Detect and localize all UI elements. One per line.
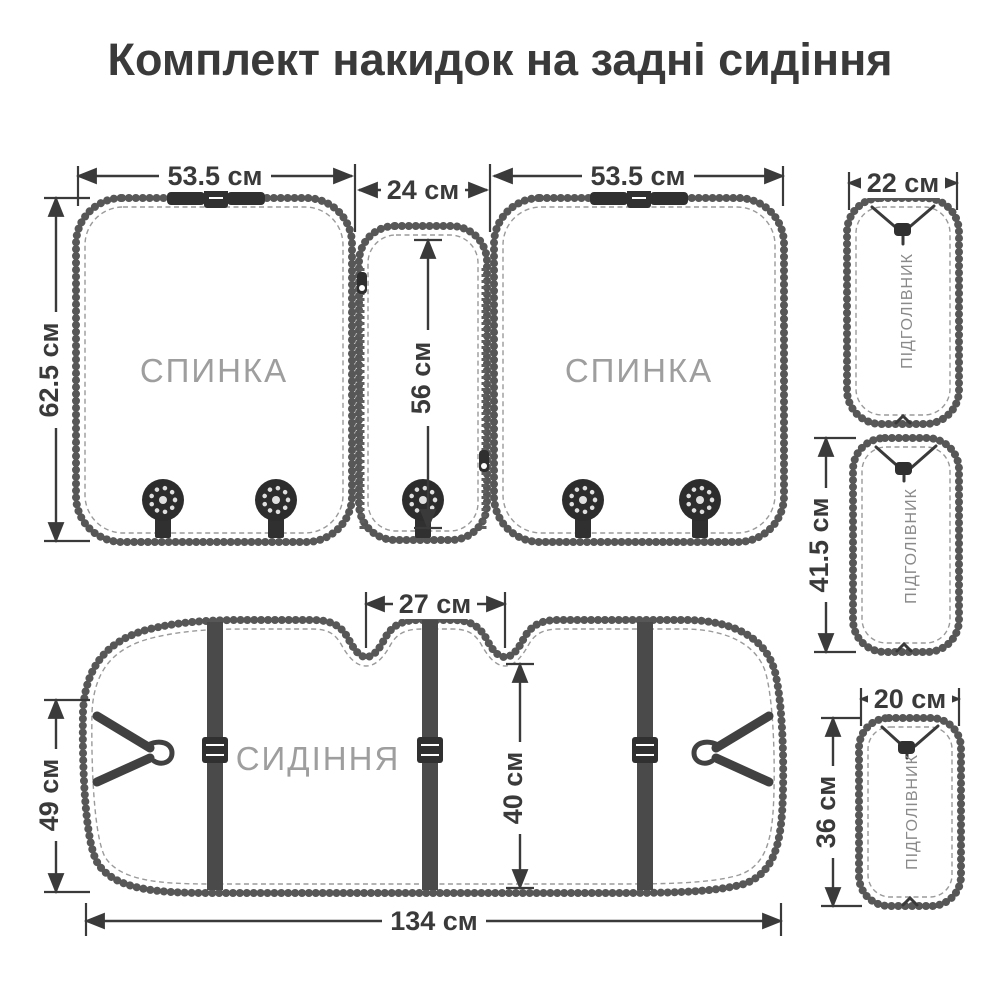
dim-seat-notch-gap: 27 см (363, 589, 508, 648)
dim-seat-strap-height: 40 см (498, 661, 534, 891)
strap-segment (650, 192, 688, 205)
s-hook-icon (145, 739, 175, 766)
strap-segment (227, 192, 265, 205)
dim-text-bg (868, 684, 952, 714)
strap-slider-icon (417, 737, 443, 763)
headrest-bottom-piece (855, 714, 965, 910)
dim-value: 24 см (387, 175, 460, 205)
zipper-icons (357, 268, 489, 532)
headrest-middle-inner-stitch (861, 446, 951, 644)
bottom-notch (894, 413, 912, 425)
dim-value: 53.5 см (167, 161, 262, 191)
headrest-middle-label: ПІДГОЛІВНИК (903, 488, 920, 604)
dim-text-bg (406, 330, 436, 426)
dim-headrest-top-width: 22 см (846, 168, 960, 210)
grommet-button-icon (255, 479, 297, 521)
hook-strap (711, 753, 774, 787)
dim-value: 134 см (390, 906, 478, 936)
cord-toggle-icon (894, 223, 911, 236)
zipper-pull-icon (479, 450, 489, 472)
seat-label: СИДІННЯ (236, 740, 401, 777)
dim-text-bg (34, 312, 64, 428)
strap-slider-icon (632, 737, 658, 763)
dim-value: 20 см (874, 684, 947, 714)
headrest-middle-cord (874, 444, 938, 653)
dim-text-bg (381, 175, 465, 205)
dim-text-bg (382, 906, 486, 936)
grommet-button-icon (679, 479, 721, 521)
dim-text-bg (804, 488, 834, 602)
dim-value: 22 см (867, 168, 940, 198)
hook-strap (92, 753, 155, 787)
dim-value: 49 см (34, 759, 64, 832)
grommet-button-icon (142, 479, 184, 521)
page-title: Комплект накидок на задні сидіння (107, 34, 892, 85)
headrest-bottom-label: ПІДГОЛІВНИК (904, 754, 921, 870)
strap-segment (590, 192, 628, 205)
cord-toggle-icon (895, 462, 912, 475)
dim-text-bg (811, 766, 841, 858)
backrest-left-label: СПИНКА (140, 352, 288, 389)
dim-value: 27 см (399, 589, 472, 619)
bottom-notch (901, 895, 919, 907)
headrest-top-label: ПІДГОЛІВНИК (899, 253, 916, 369)
buckle-icon-right (590, 188, 688, 208)
backrest-left-inner-stitch (84, 206, 344, 534)
headrest-middle-outline (849, 434, 963, 656)
seat-straps (202, 620, 658, 890)
dim-backrest-right-width: 53.5 см (491, 161, 786, 206)
bottom-notch (895, 641, 913, 653)
buckle-icon-left (167, 188, 265, 208)
dim-text-bg (159, 161, 271, 191)
headrest-bottom-inner-stitch (867, 726, 953, 898)
dim-seat-height: 49 см (34, 697, 90, 895)
dim-backrest-left-width: 53.5 см (75, 161, 357, 232)
dim-value: 41.5 см (804, 497, 834, 592)
dim-value: 53.5 см (590, 161, 685, 191)
dim-text-bg (861, 168, 945, 198)
backrest-right-label: СПИНКА (565, 352, 713, 389)
dim-text-bg (393, 589, 477, 619)
headrest-top-piece (843, 194, 963, 428)
grommet-button-icon (562, 479, 604, 521)
dim-middle-height: 56 см (406, 237, 442, 531)
side-hooks (92, 711, 774, 787)
dim-headrest-middle-height: 41.5 см (804, 435, 856, 655)
dim-seat-width: 134 см (83, 903, 784, 936)
dim-middle-width: 24 см (356, 164, 492, 232)
headrest-bottom-outline (855, 714, 965, 910)
dim-value: 40 см (498, 752, 528, 825)
headrest-bottom-cord (880, 724, 940, 907)
grommet-button-icon (402, 479, 444, 521)
dim-text-bg (498, 742, 528, 834)
hook-strap (92, 711, 155, 753)
cord-toggle-icon (898, 741, 915, 754)
dim-backrest-height: 62.5 см (34, 195, 90, 544)
zipper-pull-icon (357, 272, 367, 294)
headrest-middle-piece (849, 434, 963, 656)
dim-headrest-bottom-height: 36 см (811, 715, 862, 909)
dim-value: 56 см (406, 342, 436, 415)
s-hook-icon (691, 739, 721, 766)
strap-segment (167, 192, 205, 205)
hook-strap (711, 711, 774, 753)
headrest-top-cord (870, 204, 936, 425)
seat-inner-stitch (91, 628, 775, 885)
dim-text-bg (582, 161, 694, 191)
dim-value: 62.5 см (34, 322, 64, 417)
strap-slider-icon (202, 737, 228, 763)
dim-value: 36 см (811, 776, 841, 849)
dim-text-bg (34, 749, 64, 841)
dim-headrest-bottom-width: 20 см (858, 684, 962, 726)
